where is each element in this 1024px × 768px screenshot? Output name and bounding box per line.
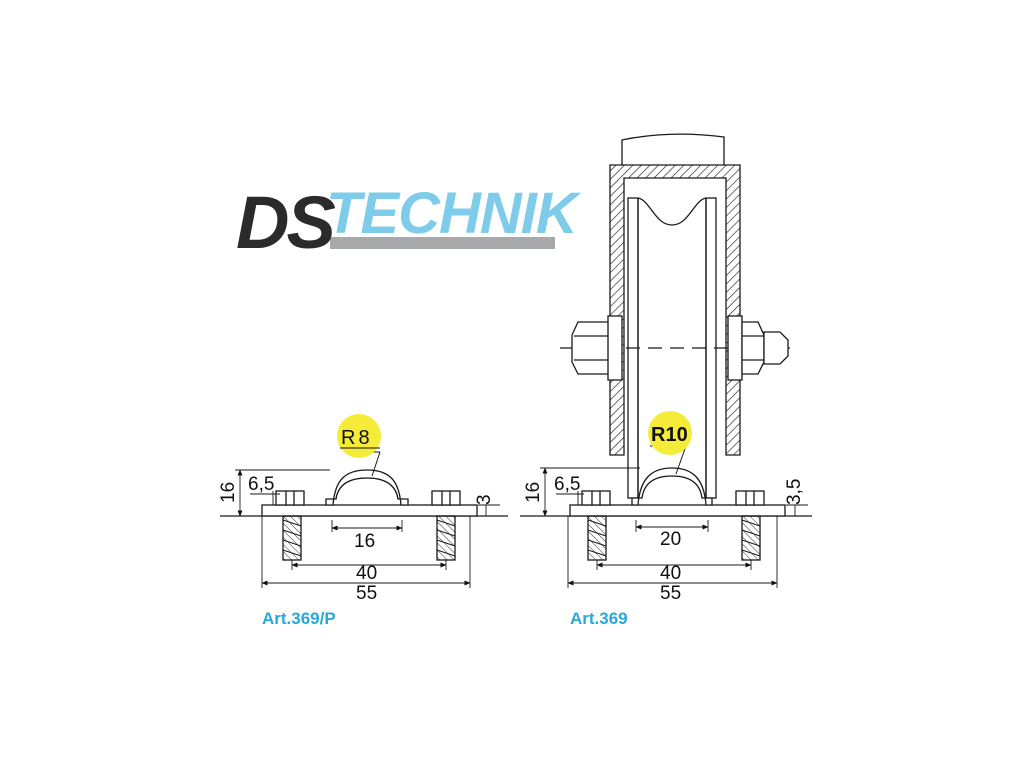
left-article-label: Art.369/P xyxy=(262,609,336,628)
logo-underline xyxy=(330,237,555,249)
right-u-profile xyxy=(631,467,713,506)
left-bolt-2 xyxy=(431,490,461,561)
right-wheel-assembly xyxy=(520,133,812,588)
left-radius-badge: R8 xyxy=(337,414,381,458)
right-dim-thickness: 3,5 xyxy=(784,479,805,505)
right-bolt-1 xyxy=(581,490,611,561)
right-dim-hole-spacing: 40 xyxy=(660,563,681,584)
right-radius-label: R10 xyxy=(651,424,688,446)
right-dim-hole: 6,5 xyxy=(554,474,580,495)
left-dim-inner-width: 16 xyxy=(354,531,375,552)
left-dim-hole: 6,5 xyxy=(248,474,274,495)
left-dim-hole-spacing: 40 xyxy=(356,563,377,584)
right-base-plate xyxy=(569,504,786,517)
left-bolt-1 xyxy=(275,490,305,561)
right-bolt-2 xyxy=(735,490,765,561)
left-base-plate xyxy=(261,504,478,517)
left-nut xyxy=(571,315,623,381)
right-radius-badge: R10 xyxy=(648,411,692,455)
wheel-bracket xyxy=(609,164,741,456)
right-dim-inner-width: 20 xyxy=(660,529,681,550)
left-dim-thickness: 3 xyxy=(474,494,495,505)
gate-bar xyxy=(621,133,725,165)
left-radius-label: R8 xyxy=(341,427,373,449)
right-dim-overall-length: 55 xyxy=(660,583,681,604)
left-dim-overall-length: 55 xyxy=(356,583,377,604)
left-u-profile xyxy=(325,469,409,506)
left-dim-height: 16 xyxy=(218,482,239,503)
ds-technik-logo: DS TECHNIK xyxy=(236,181,583,264)
right-dim-height: 16 xyxy=(523,482,544,503)
logo-technik-text: TECHNIK xyxy=(326,181,582,246)
logo-ds-text: DS xyxy=(236,181,335,264)
left-track-drawing xyxy=(220,451,508,588)
right-nut xyxy=(727,315,789,381)
right-article-label: Art.369 xyxy=(570,609,628,628)
